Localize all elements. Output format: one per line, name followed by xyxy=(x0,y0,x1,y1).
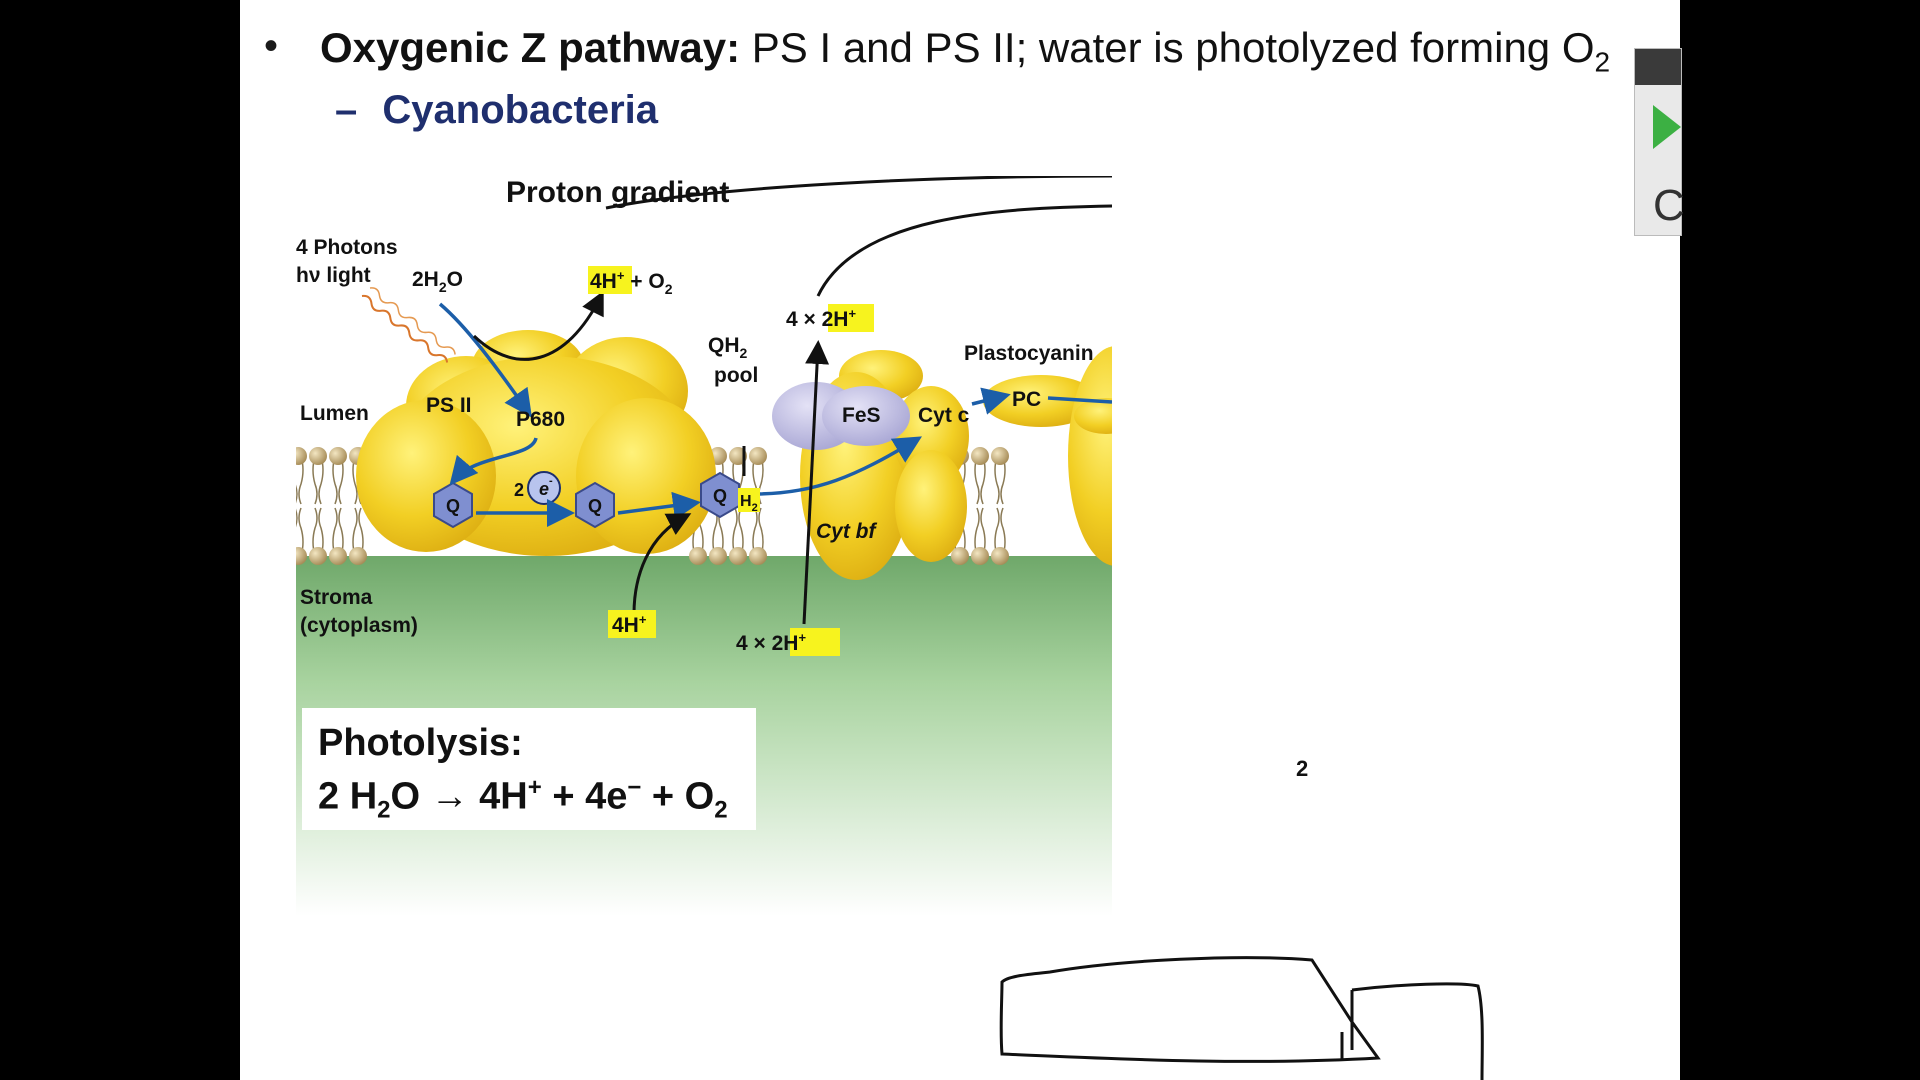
e-superscript: - xyxy=(549,475,553,487)
lipid-head xyxy=(971,447,989,465)
lipid-head xyxy=(349,547,367,565)
refresh-icon[interactable]: C xyxy=(1653,181,1685,230)
highlight-2h-top xyxy=(828,304,874,332)
lipid-tail xyxy=(752,507,764,557)
cytc-label: Cyt c xyxy=(918,404,970,427)
water-label: 2H2O xyxy=(412,268,463,295)
q3-label: Q xyxy=(713,486,727,506)
cytbf-label: Cyt bf xyxy=(816,520,878,543)
lipid-tail xyxy=(296,507,304,557)
stray-number: 2 xyxy=(1296,756,1309,781)
lipid-tail xyxy=(732,507,744,557)
highlight-4h-bottom xyxy=(608,610,656,638)
bullet-rest-text: PS I and PS II; water is photolyzed form… xyxy=(740,24,1595,71)
plastocyanin-label: Plastocyanin xyxy=(964,342,1094,365)
lipid-head xyxy=(329,447,347,465)
fes-label: FeS xyxy=(842,404,881,427)
lipid-head xyxy=(329,547,347,565)
lipid-head xyxy=(689,547,707,565)
lipid-tail xyxy=(312,507,324,557)
sub-bullet: – Cyanobacteria xyxy=(335,88,658,133)
lipid-head xyxy=(991,447,1009,465)
q1-label: Q xyxy=(446,496,460,516)
photon-wave-2 xyxy=(369,287,456,355)
q-hexagon-2: Q xyxy=(575,481,615,529)
lipid-tail xyxy=(974,507,986,557)
lipid-tail xyxy=(332,507,344,557)
highlight-4h-top xyxy=(588,266,632,294)
h-plus-o2-label: 4H+ + O2 xyxy=(590,268,673,297)
qh2-pool-label-line1: QH2 xyxy=(708,334,748,361)
lipid-tail xyxy=(296,455,304,505)
q2-label: Q xyxy=(588,496,602,516)
proton-gradient-label: Proton gradient xyxy=(506,176,729,209)
highlight-2h-bottom xyxy=(790,628,840,656)
photon-wave-1 xyxy=(361,294,449,363)
lipid-tail xyxy=(974,455,986,505)
lipid-head xyxy=(951,547,969,565)
bullet-subscript: 2 xyxy=(1594,46,1611,78)
proton-flow-arrows xyxy=(472,176,1112,625)
photolysis-box: Photolysis: 2 H2O → 4H+ + 4e− + O2 xyxy=(302,708,756,830)
bullet-bold-text: Oxygenic Z pathway: xyxy=(320,24,741,71)
stroma-label-line2: (cytoplasm) xyxy=(300,614,418,637)
lumen-label: Lumen xyxy=(300,402,369,425)
electron-flow-arrows xyxy=(438,302,1112,527)
lipid-head xyxy=(749,447,767,465)
media-control-panel: C xyxy=(1634,48,1685,236)
ps2-label: PS II xyxy=(426,394,472,417)
photons-label: 4 Photons xyxy=(296,236,398,259)
ps2-complex xyxy=(356,330,716,556)
slide: • Oxygenic Z pathway: PS I and PS II; wa… xyxy=(240,0,1680,1080)
cytbf-complex xyxy=(772,350,969,580)
top-proton-count-label: 4 × 2H+ xyxy=(786,306,856,331)
sub-bullet-dash: – xyxy=(335,88,358,132)
electron-pair-badge: 2 e - xyxy=(514,471,561,505)
pc-label: PC xyxy=(1012,388,1041,411)
e-symbol: e xyxy=(539,479,549,499)
photolysis-title: Photolysis: xyxy=(318,722,523,764)
lipid-head xyxy=(971,547,989,565)
lipid-head xyxy=(309,447,327,465)
lipid-tail xyxy=(994,455,1006,505)
lipid-head xyxy=(296,547,307,565)
qh2-pool-label-line2: pool xyxy=(714,364,758,387)
qh2-h-label: H2 xyxy=(740,493,758,514)
hv-light-label: hν light xyxy=(296,264,371,287)
lipid-head xyxy=(729,547,747,565)
lipid-tail xyxy=(312,455,324,505)
highlight-qh2-h xyxy=(738,488,760,512)
bottom-4h-label: 4H+ xyxy=(612,612,647,637)
z-pathway-diagram: Q Q Q 2 e - xyxy=(296,176,1112,916)
lipid-head xyxy=(991,547,1009,565)
lipid-head xyxy=(749,547,767,565)
photolysis-equation: 2 H2O → 4H+ + 4e− + O2 xyxy=(318,774,728,824)
p680-label: P680 xyxy=(516,408,565,431)
lipid-tail xyxy=(994,507,1006,557)
two-e-number: 2 xyxy=(514,480,524,500)
q-hexagon-3: Q xyxy=(700,471,740,519)
fes-subunit xyxy=(822,386,910,446)
lipid-head xyxy=(296,447,307,465)
q-hexagon-1: Q xyxy=(433,481,473,529)
panel-header-bar xyxy=(1635,49,1681,85)
stroma-label-line1: Stroma xyxy=(300,586,373,609)
lipid-head xyxy=(709,547,727,565)
sub-bullet-text: Cyanobacteria xyxy=(382,88,659,132)
bottom-proton-count-label: 4 × 2H+ xyxy=(736,630,806,655)
bullet-marker: • xyxy=(264,24,279,68)
play-icon[interactable] xyxy=(1653,105,1681,149)
lipid-tail xyxy=(332,455,344,505)
bullet-heading: Oxygenic Z pathway: PS I and PS II; wate… xyxy=(320,24,1610,78)
lipid-head xyxy=(309,547,327,565)
lipid-tail xyxy=(352,507,364,557)
lipid-membrane xyxy=(296,447,1009,565)
